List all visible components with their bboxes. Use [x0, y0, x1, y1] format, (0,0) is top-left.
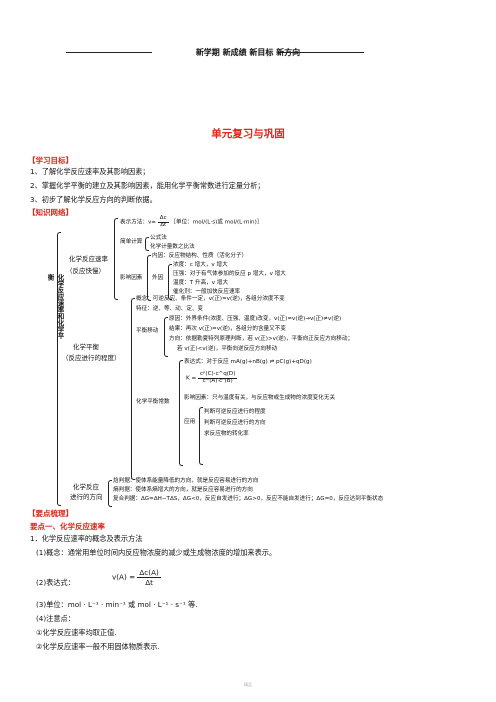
review-item-1: 1．化学反应速率的概念及表示方法	[30, 534, 143, 543]
factors-brace	[147, 255, 151, 301]
rate-brace	[114, 218, 118, 300]
factor-pressure: 压强：对于有气体参加的反应 p 增大，v 增大	[173, 271, 286, 277]
eq-sub: （反应进行的程度）	[62, 354, 121, 362]
objectives-heading: 【学习目标】	[28, 156, 73, 165]
dir-enthalpy: 焓判据：使体系能量降低的方向，就是反应容易进行的方向	[113, 478, 259, 484]
rate-definition: (1)概念：通常用单位时间内反应物浓度的减少或生成物浓度的增加来表示。	[36, 548, 277, 557]
rate-factors: 影响因素	[120, 275, 143, 281]
factor-temp: 温度：T 升高，v 增大	[173, 280, 229, 286]
dir-entropy: 熵判据：使体系熵增大的方向，就是反应容易进行的方向	[113, 487, 253, 493]
rate-formula-prefix: 表示方法：v=	[120, 219, 156, 226]
dir-brace	[108, 480, 112, 507]
expression-num: Δc(A)	[137, 568, 161, 578]
ratio-method: 化学计量数之比法	[150, 244, 195, 250]
header-rule-left	[66, 52, 152, 53]
eq-features: 特征：逆、等、动、定、变	[136, 306, 204, 312]
objective-1: 1、了解化学反应速率及其影响因素；	[30, 167, 150, 176]
header-rule-right	[278, 52, 364, 53]
constant-brace	[179, 360, 183, 466]
simple-calc: 简单计算	[120, 239, 143, 245]
review-heading: 【要点梳理】	[28, 509, 73, 518]
eq-shift: 平衡移动	[136, 328, 159, 334]
external-brace	[168, 264, 172, 300]
factor-conc: 浓度：c 增大，v 增大	[173, 262, 228, 268]
page-title: 单元复习与巩固	[211, 128, 285, 140]
k-den: cᵐ(A)·cⁿ(B)	[202, 377, 233, 384]
rate-main: 化学反应速率	[69, 255, 108, 263]
note-1: ①化学反应速率均取正值.	[36, 628, 117, 637]
root-brace	[57, 232, 61, 506]
rate-unit: (3)单位：mol · L⁻¹ · min⁻¹ 或 mol · L⁻¹ · s⁻…	[36, 600, 198, 609]
notes-label: (4)注意点：	[36, 614, 75, 623]
apply-2: 判断可逆反应进行的方向	[204, 420, 266, 426]
expression-den: Δt	[145, 578, 153, 587]
expression-formula: v(A) = Δc(A)Δt	[112, 568, 161, 587]
objective-2: 2、掌握化学平衡的建立及其影响因素，能用化学平衡常数进行定量分析；	[30, 181, 265, 190]
eq-main: 化学平衡	[73, 343, 99, 351]
apply-1: 判断可逆反应进行的程度	[204, 409, 266, 415]
external-factor: 外因	[152, 275, 164, 281]
internal-factor: 内因：反应物结构、性质（活化分子）	[152, 253, 248, 259]
k-fraction: cᵖ(C)·c^q(D)cᵐ(A)·cⁿ(B)	[197, 371, 238, 384]
k-apply: 应用	[184, 419, 196, 425]
network-heading: 【知识网络】	[28, 208, 73, 217]
k-formula: K = cᵖ(C)·c^q(D)cᵐ(A)·cⁿ(B)	[186, 371, 238, 384]
point-1-heading: 要点一、化学反应速率	[30, 522, 105, 531]
eq-constant: 化学平衡常数	[136, 399, 170, 405]
rate-sub: （反应快慢）	[66, 267, 105, 275]
k-num: cᵖ(C)·c^q(D)	[197, 371, 238, 379]
k-factor: 影响因素：只与温度有关，与反应物或生成物的浓度变化无关	[184, 395, 336, 401]
calc-brace	[145, 237, 149, 251]
tree-root: 化学反应速率和化学平衡	[46, 274, 64, 339]
expression-fraction: Δc(A)Δt	[137, 568, 161, 587]
dir-main: 化学反应	[73, 483, 99, 491]
expression-label: (2)表达式：	[36, 578, 75, 587]
rate-den: Δt	[160, 221, 167, 228]
objective-3: 3、初步了解化学反应方向的判断依据。	[30, 195, 157, 204]
k-expression: 表达式：对于反应 mA(g)+nB(g) ⇌ pC(g)+qD(g)	[184, 359, 312, 365]
dir-compound: 复合判据：ΔG=ΔH−TΔS，ΔG<0，反应自发进行；ΔG>0，反应不能自发进行…	[113, 496, 384, 502]
k-left: K =	[186, 375, 197, 382]
note-2: ②化学反应速率一般不用固体物质表示.	[36, 642, 160, 651]
rate-unit: ［单位：mol/(L·s)或 mol/(L·min)］	[170, 219, 263, 226]
shift-brace	[164, 317, 168, 357]
shift-result: 结果：再次 v(正)=v(逆)，各组分的含量又不变	[169, 326, 286, 332]
shift-direction-2: 若 v(正)<v(逆)，平衡向逆反应方向移动	[177, 346, 278, 352]
factor-catalyst: 催化剂：一般加快反应速率	[173, 289, 241, 295]
page-header: 新学期 新成绩 新目标 新方向	[195, 48, 301, 57]
formula-method: 公式法	[150, 235, 167, 241]
shift-direction: 方向：依据勒夏特列原理判断，若 v(正)>v(逆)，平衡向正反应方向移动；	[169, 336, 354, 342]
eq-brace	[131, 298, 135, 480]
page-footer: 精品	[244, 682, 252, 687]
dir-sub: 进行的方向	[70, 493, 103, 501]
shift-reason: 原因：外界条件(浓度、压强、温度)改变，v(正)=v(逆)→v(正)≠v(逆)	[169, 316, 342, 322]
eq-concept: 概念：可逆反应、条件一定，v(正)=v(逆)，各组分浓度不变	[136, 296, 285, 302]
expression-left: v(A) =	[112, 572, 136, 582]
rate-num: Δc	[157, 215, 169, 223]
apply-brace	[199, 407, 203, 465]
apply-3: 求反应物的转化率	[204, 431, 249, 437]
